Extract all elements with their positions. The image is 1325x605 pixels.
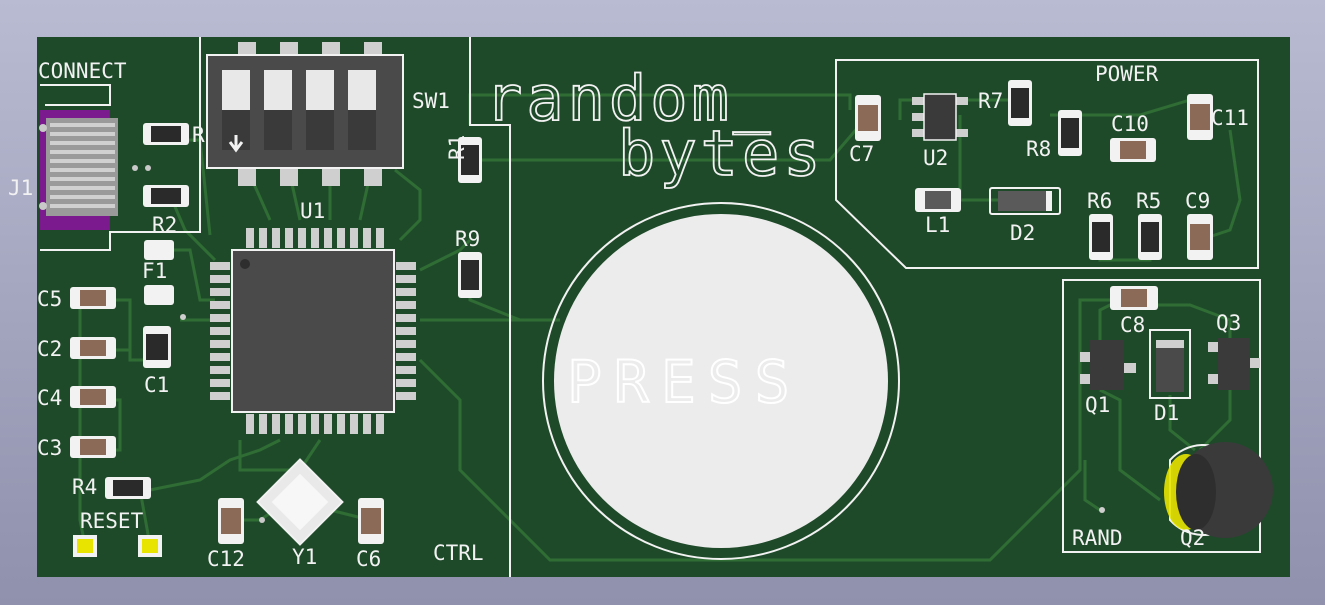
label-c10: C10	[1111, 112, 1149, 136]
label-c3: C3	[37, 436, 62, 460]
capacitor-c3	[70, 436, 116, 458]
inductor-l1	[915, 188, 961, 212]
capacitor-c8	[1110, 286, 1158, 310]
label-q3: Q3	[1216, 311, 1241, 335]
transistor-q3	[1208, 338, 1260, 390]
section-connect-label: CONNECT	[38, 59, 127, 83]
label-u1: U1	[300, 199, 325, 223]
label-c6: C6	[356, 547, 381, 571]
label-d1: D1	[1154, 401, 1179, 425]
resistor-r2	[143, 185, 189, 207]
resistor-r7	[1008, 80, 1032, 126]
label-q2: Q2	[1180, 526, 1205, 550]
capacitor-c12	[218, 498, 244, 544]
label-r4: R4	[72, 475, 97, 499]
section-ctrl-label: CTRL	[433, 541, 484, 565]
board-title-line2: bytes	[618, 117, 825, 190]
label-r8: R8	[1026, 137, 1051, 161]
capacitor-c10	[1110, 138, 1156, 162]
diode-d1	[1149, 329, 1191, 399]
smd-passives	[70, 80, 1213, 544]
diode-d2	[989, 187, 1061, 215]
transistor-q2	[1164, 442, 1273, 538]
usb-connector-j1	[39, 110, 151, 230]
label-j1: J1	[8, 176, 33, 200]
capacitor-c11	[1187, 94, 1213, 140]
resistor-r5	[1138, 214, 1162, 260]
resistor-r1	[458, 137, 482, 183]
label-c2: C2	[37, 337, 62, 361]
capacitor-c4	[70, 386, 116, 408]
label-u2: U2	[923, 146, 948, 170]
capacitor-c9	[1187, 214, 1213, 260]
button-press-label: PRESS	[567, 348, 802, 416]
transistor-q1	[1080, 340, 1136, 390]
label-f1: F1	[142, 259, 167, 283]
board-title-line1: random_	[485, 62, 774, 135]
regulator-u2	[912, 93, 968, 141]
label-r5: R5	[1136, 189, 1161, 213]
label-r: R	[192, 123, 205, 147]
mcu-chip-u1	[210, 228, 416, 434]
label-r9: R9	[455, 227, 480, 251]
capacitor-c2	[70, 337, 116, 359]
resistor-r4	[105, 477, 151, 499]
label-y1: Y1	[292, 545, 317, 569]
label-r2: R2	[152, 213, 177, 237]
reset-pads	[73, 535, 162, 557]
label-c4: C4	[37, 386, 62, 410]
via	[1099, 507, 1105, 513]
label-d2: D2	[1010, 221, 1035, 245]
label-r6: R6	[1087, 189, 1112, 213]
fuse-f1	[144, 240, 174, 305]
label-c7: C7	[849, 142, 874, 166]
silkscreen-outlines	[40, 37, 1261, 577]
press-button	[542, 202, 900, 560]
label-c8: C8	[1120, 313, 1145, 337]
section-power-label: POWER	[1095, 62, 1159, 86]
label-c12: C12	[207, 547, 245, 571]
resistor-r	[143, 123, 189, 145]
via	[180, 314, 186, 320]
label-l1: L1	[925, 213, 950, 237]
section-reset-label: RESET	[80, 509, 144, 533]
capacitor-c5	[70, 287, 116, 309]
label-q1: Q1	[1085, 393, 1110, 417]
resistor-r9	[458, 252, 482, 298]
label-r1: R1	[445, 135, 469, 160]
capacitor-c1	[143, 326, 171, 368]
label-c5: C5	[37, 287, 62, 311]
label-c9: C9	[1185, 189, 1210, 213]
resistor-r8	[1058, 110, 1082, 156]
section-rand-label: RAND	[1072, 526, 1123, 550]
resistor-r6	[1089, 214, 1113, 260]
label-c11: C11	[1211, 106, 1249, 130]
crystal-y1	[256, 458, 344, 546]
label-c1: C1	[144, 373, 169, 397]
dip-switch-sw1	[206, 42, 404, 186]
capacitor-c7	[855, 95, 881, 141]
label-sw1: SW1	[412, 89, 450, 113]
label-r7: R7	[978, 89, 1003, 113]
capacitor-c6	[358, 498, 384, 544]
